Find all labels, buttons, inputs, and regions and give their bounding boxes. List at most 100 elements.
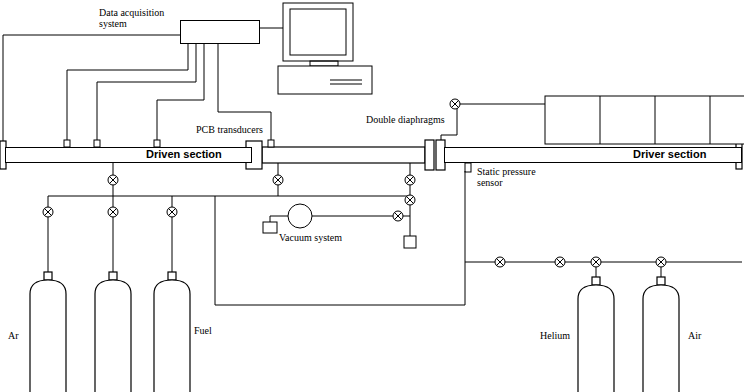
callout-label: Static pressure sensor bbox=[477, 166, 557, 188]
daq-box: Data acquisition system bbox=[180, 20, 260, 44]
valve bbox=[405, 175, 415, 185]
valve bbox=[450, 99, 460, 109]
valve bbox=[555, 257, 565, 267]
valve bbox=[591, 257, 601, 267]
computer bbox=[283, 3, 353, 61]
section-label: Driver section bbox=[445, 148, 741, 161]
valve bbox=[495, 257, 505, 267]
valve bbox=[43, 207, 53, 217]
gas-cylinder bbox=[168, 272, 176, 280]
callout-label: PCB transducers bbox=[196, 124, 263, 135]
valve bbox=[45, 209, 52, 216]
gas-cylinder bbox=[657, 277, 665, 285]
valve bbox=[108, 175, 118, 185]
computer bbox=[278, 3, 372, 94]
pcb-transducer bbox=[268, 140, 274, 147]
valve bbox=[656, 257, 666, 267]
valve bbox=[393, 211, 403, 221]
gas-label: Ar bbox=[8, 330, 19, 341]
valve bbox=[407, 177, 414, 184]
gas-cylinder bbox=[109, 272, 117, 280]
gas-cylinder bbox=[30, 280, 66, 392]
computer bbox=[330, 80, 362, 81]
control-panel bbox=[545, 96, 744, 144]
valve bbox=[108, 207, 118, 217]
valve bbox=[110, 177, 117, 184]
gas-pipes bbox=[270, 216, 288, 222]
gas-cylinder bbox=[154, 280, 190, 392]
valve bbox=[393, 211, 403, 221]
gas-pipes bbox=[48, 196, 410, 197]
gas-label: Helium bbox=[540, 330, 570, 341]
section-label: Driven section bbox=[6, 148, 251, 161]
gas-cylinder bbox=[578, 285, 614, 392]
valve bbox=[43, 207, 53, 217]
valve bbox=[108, 175, 118, 185]
valve bbox=[593, 259, 600, 266]
valve bbox=[273, 175, 283, 185]
callout-label: Double diaphragms bbox=[366, 114, 445, 125]
pcb-transducer bbox=[94, 140, 100, 147]
tube-body bbox=[262, 147, 425, 163]
valve bbox=[43, 99, 666, 267]
gas-cylinder bbox=[95, 272, 131, 392]
gas-cylinder bbox=[154, 272, 190, 392]
valve bbox=[405, 175, 415, 185]
control-panel bbox=[710, 96, 711, 144]
valve bbox=[497, 259, 504, 266]
computer bbox=[310, 61, 338, 66]
gas-cylinder bbox=[30, 272, 66, 392]
static-pressure-sensor bbox=[465, 163, 471, 172]
control-panel bbox=[655, 96, 656, 144]
valve bbox=[405, 195, 415, 205]
valve bbox=[557, 259, 564, 266]
valve bbox=[407, 197, 414, 204]
tube-body bbox=[425, 140, 434, 170]
computer bbox=[278, 66, 372, 94]
signal-wires bbox=[3, 28, 283, 143]
callout-label: Vacuum system bbox=[279, 232, 342, 243]
vacuum-pump bbox=[263, 222, 277, 233]
gas-pipes bbox=[48, 104, 742, 305]
component-label: Data acquisition system bbox=[99, 7, 177, 29]
gas-cylinder bbox=[643, 277, 679, 392]
valve bbox=[108, 207, 118, 217]
pcb-transducer bbox=[64, 140, 274, 147]
computer bbox=[330, 84, 362, 85]
signal-wires bbox=[67, 44, 188, 140]
gas-cylinder bbox=[30, 272, 679, 392]
valve bbox=[656, 257, 666, 267]
valve bbox=[405, 195, 415, 205]
valve bbox=[167, 207, 177, 217]
pcb-transducer bbox=[154, 140, 160, 147]
gas-cylinder bbox=[592, 277, 600, 285]
static-pressure-sensor bbox=[465, 163, 471, 172]
vacuum-pump bbox=[263, 204, 416, 248]
control-panel bbox=[600, 96, 601, 144]
valve bbox=[273, 175, 283, 185]
gas-label: Fuel bbox=[194, 325, 212, 336]
computer bbox=[290, 9, 346, 55]
valve bbox=[395, 213, 402, 220]
gas-pipes bbox=[457, 104, 545, 105]
valve bbox=[275, 177, 282, 184]
valve bbox=[450, 99, 460, 109]
vacuum-pump bbox=[288, 204, 312, 228]
valve bbox=[110, 209, 117, 216]
valve bbox=[167, 207, 177, 217]
valve bbox=[452, 101, 459, 108]
vacuum-pump bbox=[404, 236, 416, 248]
gas-pipes bbox=[465, 171, 466, 262]
signal-wires bbox=[97, 44, 196, 140]
valve bbox=[169, 209, 176, 216]
signal-wires bbox=[3, 35, 180, 143]
gas-cylinder bbox=[578, 277, 614, 392]
control-panel bbox=[545, 96, 744, 144]
gas-cylinder bbox=[643, 285, 679, 392]
driven-section-tube: Driven section bbox=[5, 147, 252, 163]
valve bbox=[658, 259, 665, 266]
gas-label: Air bbox=[688, 330, 701, 341]
valve bbox=[591, 257, 601, 267]
gas-cylinder bbox=[44, 272, 52, 280]
